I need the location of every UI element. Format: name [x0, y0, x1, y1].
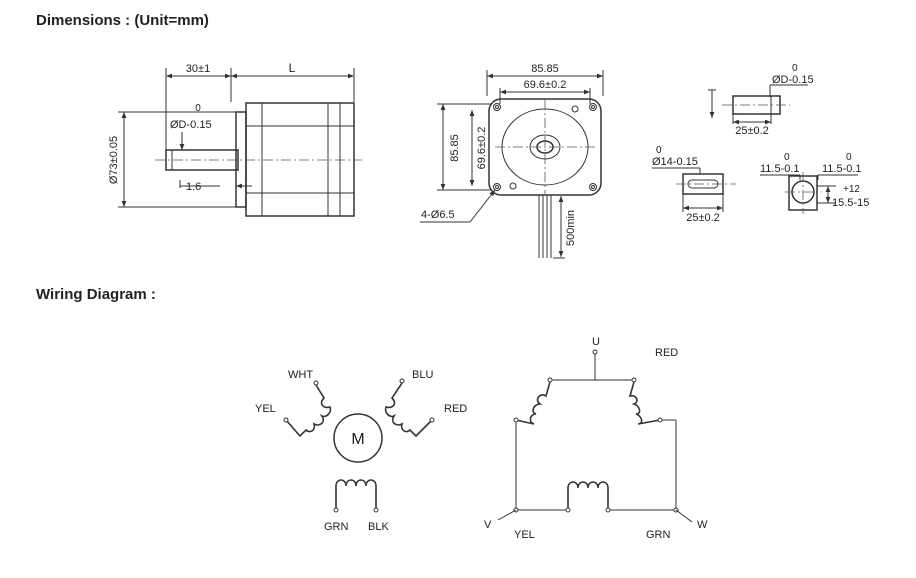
blu-label: BLU	[412, 369, 433, 381]
wht-label: WHT	[288, 369, 313, 381]
front-view: 85.85 69.6±0.2 85.85 69.6±0.2 4-Ø6.5	[420, 63, 604, 259]
motor-label: M	[351, 431, 364, 448]
grn-lead-label: GRN	[646, 529, 671, 541]
yel-lead-label: YEL	[514, 529, 535, 541]
key-shaft-upper-tol: 0	[656, 145, 662, 156]
side-view: 30±1 L Ø73±0.05 0 ØD-0.15 1.6	[108, 61, 362, 217]
red-label: RED	[444, 403, 467, 415]
key-length-label: 25±0.2	[686, 212, 720, 224]
wiring-delta-diagram: U RED V W YEL GRN	[484, 336, 708, 541]
lead-length-label: 500min	[565, 210, 577, 246]
flange-diameter-label: Ø73±0.05	[108, 136, 120, 184]
body-length-label: L	[289, 61, 296, 75]
dimensions-heading: Dimensions : (Unit=mm)	[36, 12, 209, 29]
outer-height-label: 85.85	[449, 134, 461, 162]
w-terminal-label: W	[697, 519, 708, 531]
shaft-d-cut-detail: 0 ØD-0.15 25±0.2	[708, 63, 814, 137]
shaft-dia-upper-tol: 0	[195, 103, 201, 114]
outer-width-label: 85.85	[531, 63, 559, 75]
shaft-length-label: 30±1	[186, 63, 210, 75]
shaft-diameter-label: ØD-0.15	[170, 119, 212, 131]
motor-circle	[333, 413, 383, 463]
d-shaft-diameter-label: ØD-0.15	[772, 74, 814, 86]
key-shaft-diameter-label: Ø14-0.15	[652, 156, 698, 168]
key-width-left-label: 11.5-0.1	[760, 163, 800, 175]
key-w-left-upper-tol: 0	[784, 152, 790, 163]
wiring-star-diagram: M WHT YEL BLU RED GRN BLK	[255, 369, 467, 533]
hole-spacing-h-label: 69.6±0.2	[524, 79, 567, 91]
flange-thickness-label: 1.6	[186, 181, 201, 193]
grn-label: GRN	[324, 521, 349, 533]
key-depth-label: 15.5-15	[832, 197, 869, 209]
red-lead-label: RED	[655, 347, 678, 359]
v-terminal-label: V	[484, 519, 492, 531]
key-width-right-label: 11.5-0.1	[822, 163, 862, 175]
yel-label: YEL	[255, 403, 276, 415]
shaft-key-detail: 0 Ø14-0.15 25±0.2 0 11.5-0.1 0 11.5-0.1 …	[652, 145, 869, 224]
u-terminal-label: U	[592, 336, 600, 348]
holes-label: 4-Ø6.5	[421, 209, 455, 221]
hole-spacing-v-label: 69.6±0.2	[476, 127, 488, 170]
key-w-right-upper-tol: 0	[846, 152, 852, 163]
wiring-diagram-heading: Wiring Diagram :	[36, 286, 156, 303]
d-flat-length-label: 25±0.2	[735, 125, 769, 137]
blk-label: BLK	[368, 521, 389, 533]
d-shaft-upper-tol: 0	[792, 63, 798, 74]
key-depth-upper-tol: +12	[843, 184, 860, 195]
